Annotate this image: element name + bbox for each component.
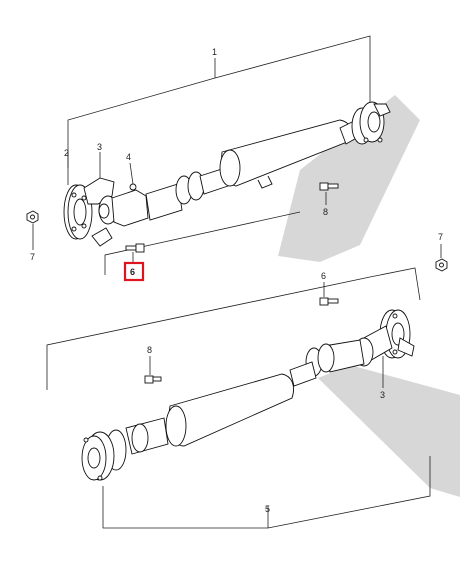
- callout-8-upper: 8: [323, 207, 328, 217]
- callout-3-upper: 3: [97, 142, 102, 152]
- bolt-8-upper: [319, 182, 339, 191]
- shadow-upper: [278, 95, 420, 262]
- bolt-8-lower: [144, 375, 162, 384]
- callout-7-lower: 7: [438, 232, 443, 242]
- nut-7-lower: [435, 258, 448, 272]
- callout-7-upper: 7: [30, 252, 35, 262]
- callout-1: 1: [212, 47, 217, 57]
- lower-shaft-assembly: [46, 244, 448, 529]
- callout-4: 4: [126, 152, 131, 162]
- shadow-lower: [318, 365, 460, 497]
- callout-2: 2: [64, 148, 69, 158]
- bolt-6-lower: [319, 297, 339, 306]
- callout-6-lower: 6: [321, 271, 326, 281]
- callout-6-upper-highlighted: 6: [130, 267, 135, 277]
- callout-8-lower: 8: [147, 345, 152, 355]
- highlight-box: [123, 261, 145, 282]
- callout-3-lower: 3: [380, 390, 385, 400]
- callout-5: 5: [265, 504, 270, 514]
- bolt-6-upper: [125, 243, 145, 253]
- upper-shaft-assembly: [26, 35, 391, 275]
- nut-7-upper: [26, 210, 39, 224]
